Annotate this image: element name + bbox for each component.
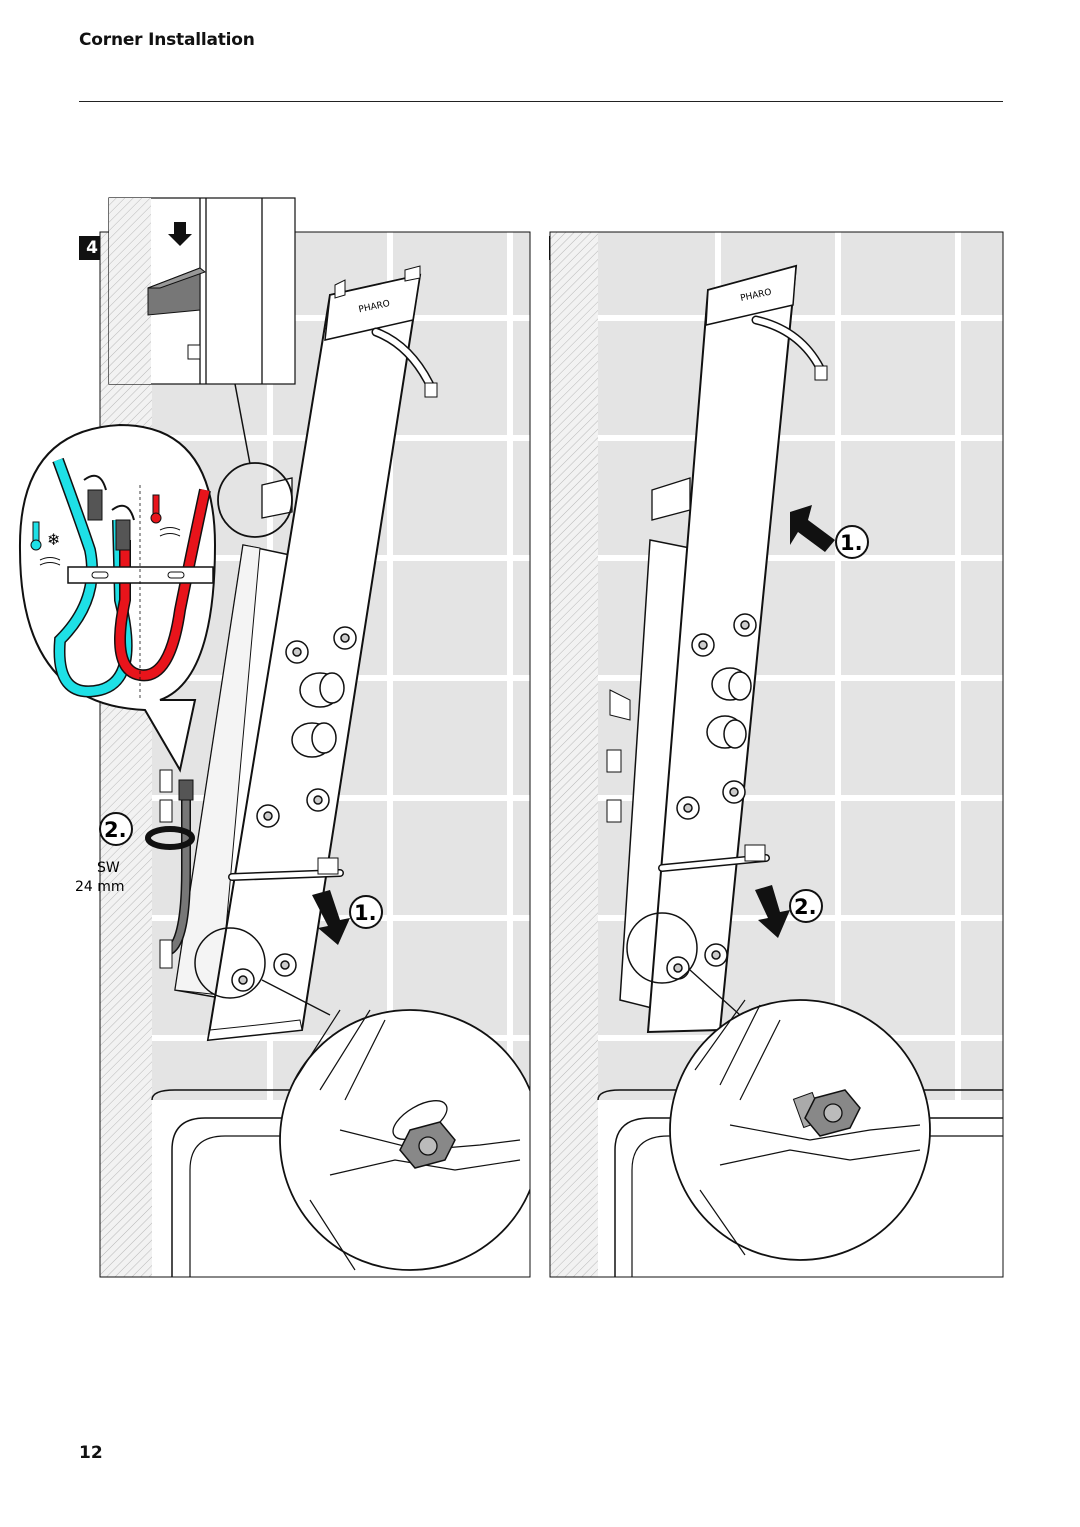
step-4-sequence-arrow-2: 2. — [99, 812, 133, 846]
wrench-size-label-sw: SW — [97, 860, 120, 876]
step-5-sequence-arrow-1: 1. — [790, 505, 869, 559]
wall-section-hatch-5 — [550, 232, 598, 1277]
step-4-callout-1: 1. — [354, 901, 377, 925]
detail-bolt-zoom-4 — [194, 927, 530, 1271]
arrow-up-left-icon — [790, 505, 835, 552]
wrench-icon — [145, 826, 195, 850]
wrench-size-label-mm: 24 mm — [75, 879, 125, 895]
cold-water-icon: ❄ — [30, 521, 60, 566]
shower-panel-5: PHARO — [646, 264, 828, 1034]
hot-water-icon — [150, 494, 181, 537]
arrow-down-icon — [168, 222, 192, 246]
thermostat-knobs — [291, 672, 345, 758]
step-5-scene: PHARO — [550, 232, 1003, 1277]
connection-hoses — [159, 769, 194, 969]
step-4-scene: PHARO — [100, 232, 530, 1277]
header-divider — [79, 101, 1003, 102]
mounting-plate — [174, 544, 291, 1001]
step-5-frame — [549, 231, 1004, 1278]
thermostat-knobs-5 — [706, 667, 752, 749]
body-jets — [231, 626, 357, 992]
arrow-down-right-icon-5 — [755, 885, 790, 938]
wall-section-hatch — [100, 232, 152, 1277]
detail-bolt-zoom-5 — [626, 912, 931, 1261]
step-5-callout-1: 1. — [840, 531, 863, 555]
detail-hose-connection: ❄ — [18, 423, 217, 773]
hot-water-hose — [115, 489, 210, 680]
detail-bracket-zoom — [108, 197, 296, 538]
body-jets-5 — [666, 613, 757, 980]
step-5-sequence-arrow-2: 2. — [755, 885, 823, 938]
arrow-down-right-icon — [312, 890, 350, 945]
step-4-frame — [99, 231, 531, 1278]
step-4-sequence-arrow-1: 1. — [312, 890, 383, 945]
connection-hoses-5 — [606, 689, 631, 823]
page-title: Corner Installation — [79, 30, 255, 50]
step-5-callout-2: 2. — [794, 895, 817, 919]
step-4-callout-2: 2. — [104, 818, 127, 842]
svg-text:❄: ❄ — [47, 530, 60, 549]
shower-panel: PHARO — [206, 265, 438, 1042]
page-number: 12 — [79, 1443, 103, 1463]
